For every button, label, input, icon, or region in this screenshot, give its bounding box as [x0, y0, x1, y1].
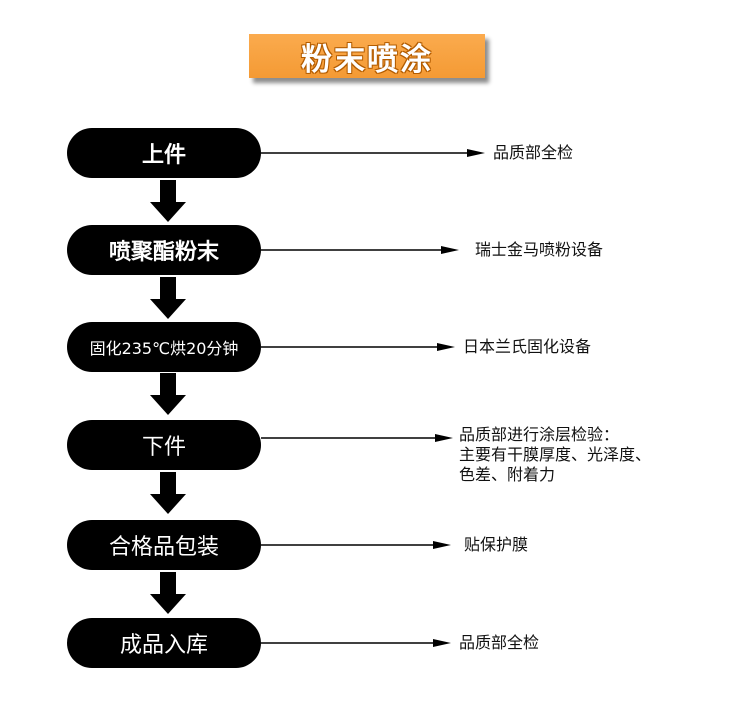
step-box-store: 成品入库 [67, 618, 261, 668]
note-line: 日本兰氏固化设备 [463, 337, 592, 356]
note-step-4: 品质部进行涂层检验： 主要有干膜厚度、光泽度、 色差、附着力 [459, 425, 651, 485]
note-line: 品质部全检 [493, 143, 574, 162]
arrow-right-icon [261, 541, 451, 549]
note-line: 瑞士金马喷粉设备 [475, 240, 604, 259]
title-banner: 粉末喷涂 [249, 34, 485, 78]
arrow-right-icon [261, 149, 485, 157]
note-line: 色差、附着力 [459, 465, 556, 484]
note-line: 贴保护膜 [464, 535, 529, 554]
step-box-unload: 下件 [67, 420, 261, 470]
step-box-cure: 固化235℃烘20分钟 [67, 322, 261, 372]
arrow-down-icon [150, 277, 186, 319]
arrow-down-icon [150, 472, 186, 514]
note-line: 主要有干膜厚度、光泽度、 [459, 445, 652, 464]
step-box-receive: 上件 [67, 128, 261, 178]
note-line: 品质部全检 [459, 633, 540, 652]
arrow-right-icon [261, 639, 451, 647]
note-step-1: 品质部全检 [493, 143, 573, 163]
note-step-2: 瑞士金马喷粉设备 [475, 240, 603, 260]
step-label: 固化235℃烘20分钟 [89, 339, 239, 358]
note-line: 品质部进行涂层检验： [459, 425, 620, 444]
arrow-down-icon [150, 373, 186, 415]
step-box-pack: 合格品包装 [67, 520, 261, 570]
arrow-right-icon [261, 343, 455, 351]
note-step-3: 日本兰氏固化设备 [463, 337, 591, 357]
step-label: 上件 [141, 143, 186, 168]
page-title: 粉末喷涂 [301, 41, 433, 78]
arrow-down-icon [150, 180, 186, 222]
step-label: 成品入库 [119, 633, 208, 658]
note-step-5: 贴保护膜 [464, 535, 528, 555]
note-step-6: 品质部全检 [459, 633, 539, 653]
arrow-down-icon [150, 572, 186, 614]
arrow-right-icon [261, 434, 453, 442]
step-box-spray: 喷聚酯粉末 [67, 225, 261, 275]
step-label: 下件 [141, 435, 186, 460]
arrow-right-icon [261, 246, 459, 254]
step-label: 合格品包装 [108, 535, 219, 560]
step-label: 喷聚酯粉末 [108, 240, 219, 265]
